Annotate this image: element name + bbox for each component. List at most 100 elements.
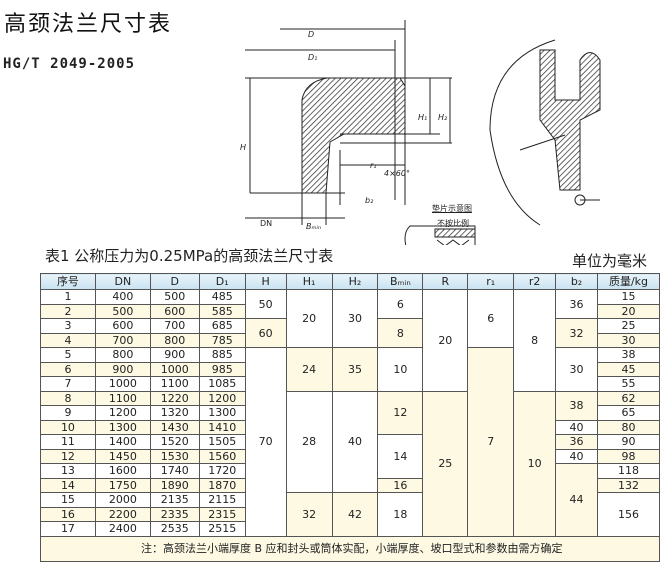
flange-diagram: D D₁ H H₁ H₂ r₁ 4×60° b₂ DN Bₘᵢₙ xyxy=(240,20,601,245)
table-cell: 70 xyxy=(244,347,287,537)
table-cell: 90 xyxy=(597,434,660,450)
column-header: H₁ xyxy=(285,273,333,290)
gasket-title: 垫片示意图 xyxy=(432,204,472,213)
table-cell: 10 xyxy=(377,347,424,392)
table-cell: 62 xyxy=(597,390,660,406)
table-cell: 1410 xyxy=(198,419,246,435)
table-cell: 8 xyxy=(513,289,557,392)
label-H: H xyxy=(240,143,246,152)
gasket-subtitle: 不按比例 xyxy=(437,219,469,228)
table-cell: 1600 xyxy=(94,463,151,479)
column-header: 质量/kg xyxy=(597,273,660,290)
table-cell: 1505 xyxy=(198,434,246,450)
table-cell: 1430 xyxy=(149,419,200,435)
label-r1: r₁ xyxy=(370,161,377,170)
table-cell: 118 xyxy=(597,463,660,479)
table-cell: 30 xyxy=(555,347,598,392)
table-cell: 1560 xyxy=(198,448,246,464)
table-cell: 24 xyxy=(285,347,333,392)
column-header: 序号 xyxy=(40,273,96,290)
table-cell: 38 xyxy=(597,347,660,363)
table-cell: 9 xyxy=(40,405,96,421)
table-cell: 16 xyxy=(377,477,424,493)
table-cell: 7 xyxy=(40,376,96,392)
table-cell: 1750 xyxy=(94,477,151,493)
label-H2: H₂ xyxy=(438,113,448,122)
label-Bmin: Bₘᵢₙ xyxy=(306,222,321,231)
column-header: r₁ xyxy=(467,273,515,290)
table-cell: 38 xyxy=(555,390,598,421)
label-H1: H₁ xyxy=(418,113,427,122)
table-cell: 132 xyxy=(597,477,660,493)
table-cell: 600 xyxy=(94,318,151,334)
table-cell: 1200 xyxy=(198,390,246,406)
table-cell: 700 xyxy=(149,318,200,334)
table-cell: 1100 xyxy=(94,390,151,406)
table-cell: 3 xyxy=(40,318,96,334)
column-header: D₁ xyxy=(198,273,246,290)
table-cell: 1200 xyxy=(94,405,151,421)
table-cell: 5 xyxy=(40,347,96,363)
table-cell: 1300 xyxy=(198,405,246,421)
table-cell: 42 xyxy=(331,492,379,537)
table-cell: 4 xyxy=(40,332,96,348)
table-cell: 1870 xyxy=(198,477,246,493)
table-cell: 1000 xyxy=(94,376,151,392)
table-cell: 80 xyxy=(597,419,660,435)
column-header: R xyxy=(422,273,469,290)
table-cell: 25 xyxy=(597,318,660,334)
table-cell: 30 xyxy=(597,332,660,348)
table-cell: 14 xyxy=(40,477,96,493)
column-header: r2 xyxy=(513,273,557,290)
table-cell: 10 xyxy=(40,419,96,435)
table-cell: 800 xyxy=(94,347,151,363)
table-cell: 20 xyxy=(285,289,333,348)
table-cell: 32 xyxy=(285,492,333,537)
table-cell: 55 xyxy=(597,376,660,392)
column-header: H xyxy=(244,273,287,290)
table-cell: 1890 xyxy=(149,477,200,493)
table-cell: 20 xyxy=(422,289,469,392)
table-cell: 1085 xyxy=(198,376,246,392)
table-cell: 985 xyxy=(198,361,246,377)
table-cell: 15 xyxy=(40,492,96,508)
label-angle: 4×60° xyxy=(384,169,410,178)
table-cell: 10 xyxy=(513,390,557,537)
label-b2: b₂ xyxy=(365,196,374,205)
table-cell: 32 xyxy=(555,318,598,348)
table-cell: 900 xyxy=(149,347,200,363)
table-cell: 17 xyxy=(40,521,96,537)
column-header: DN xyxy=(94,273,151,290)
table-cell: 45 xyxy=(597,361,660,377)
table-cell: 28 xyxy=(285,390,333,493)
table-cell: 785 xyxy=(198,332,246,348)
page-title: 高颈法兰尺寸表 xyxy=(4,12,173,37)
table-cell: 2335 xyxy=(149,506,200,522)
table-cell: 20 xyxy=(597,303,660,319)
label-D: D xyxy=(308,30,314,39)
table-cell: 40 xyxy=(331,390,379,493)
table-cell: 8 xyxy=(377,318,424,348)
table-cell: 18 xyxy=(377,492,424,537)
table-cell: 30 xyxy=(331,289,379,348)
table-cell: 1300 xyxy=(94,419,151,435)
table-cell: 1220 xyxy=(149,390,200,406)
table-cell: 2200 xyxy=(94,506,151,522)
table-cell: 16 xyxy=(40,506,96,522)
table-cell: 98 xyxy=(597,448,660,464)
table-cell: 2515 xyxy=(198,521,246,537)
table-cell: 6 xyxy=(377,289,424,319)
table-cell: 36 xyxy=(555,434,598,450)
table-cell: 35 xyxy=(331,347,379,392)
standard-code: HG/T 2049-2005 xyxy=(3,56,136,72)
table-cell: 485 xyxy=(198,289,246,305)
